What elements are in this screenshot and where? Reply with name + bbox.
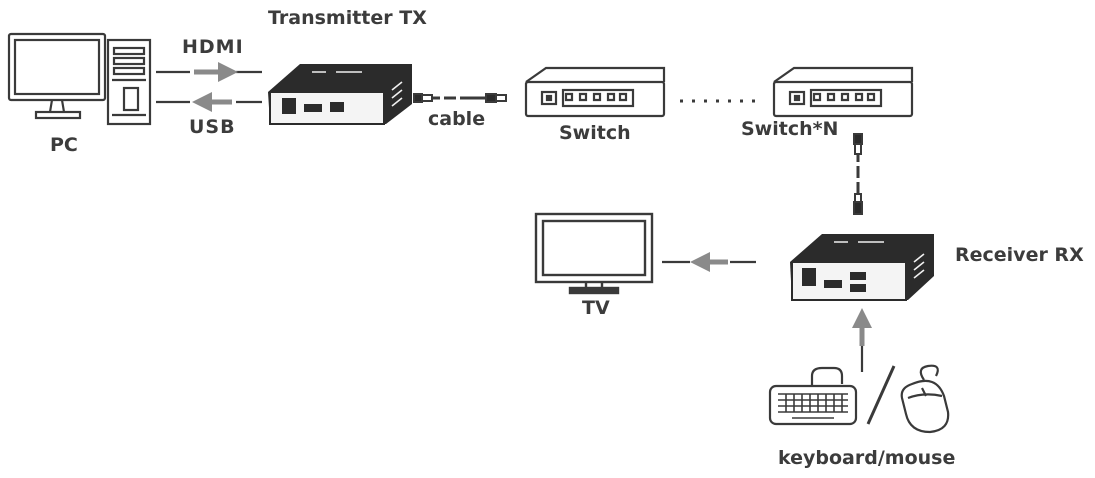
receiver-label: Receiver RX <box>955 244 1084 266</box>
cable-label: cable <box>428 108 486 130</box>
tv-icon <box>534 212 654 295</box>
slash-divider <box>866 365 896 425</box>
transmitter-device-icon <box>268 64 412 125</box>
mouse-icon <box>900 364 950 434</box>
network-cable-vertical <box>853 133 863 215</box>
keyboard-mouse-label: keyboard/mouse <box>778 447 956 469</box>
switch-icon <box>524 66 666 118</box>
receiver-device-icon <box>790 234 934 301</box>
usb-label: USB <box>189 116 236 138</box>
keyboard-icon <box>768 366 858 426</box>
switch-n-label: Switch*N <box>741 118 839 140</box>
network-cable <box>413 93 507 103</box>
tv-label: TV <box>582 297 610 319</box>
pc-icon <box>7 32 152 126</box>
pc-label: PC <box>50 134 78 156</box>
switch-n-icon <box>772 66 914 118</box>
hdmi-label: HDMI <box>182 36 244 58</box>
switch-label: Switch <box>559 122 631 144</box>
transmitter-label: Transmitter TX <box>268 7 427 29</box>
